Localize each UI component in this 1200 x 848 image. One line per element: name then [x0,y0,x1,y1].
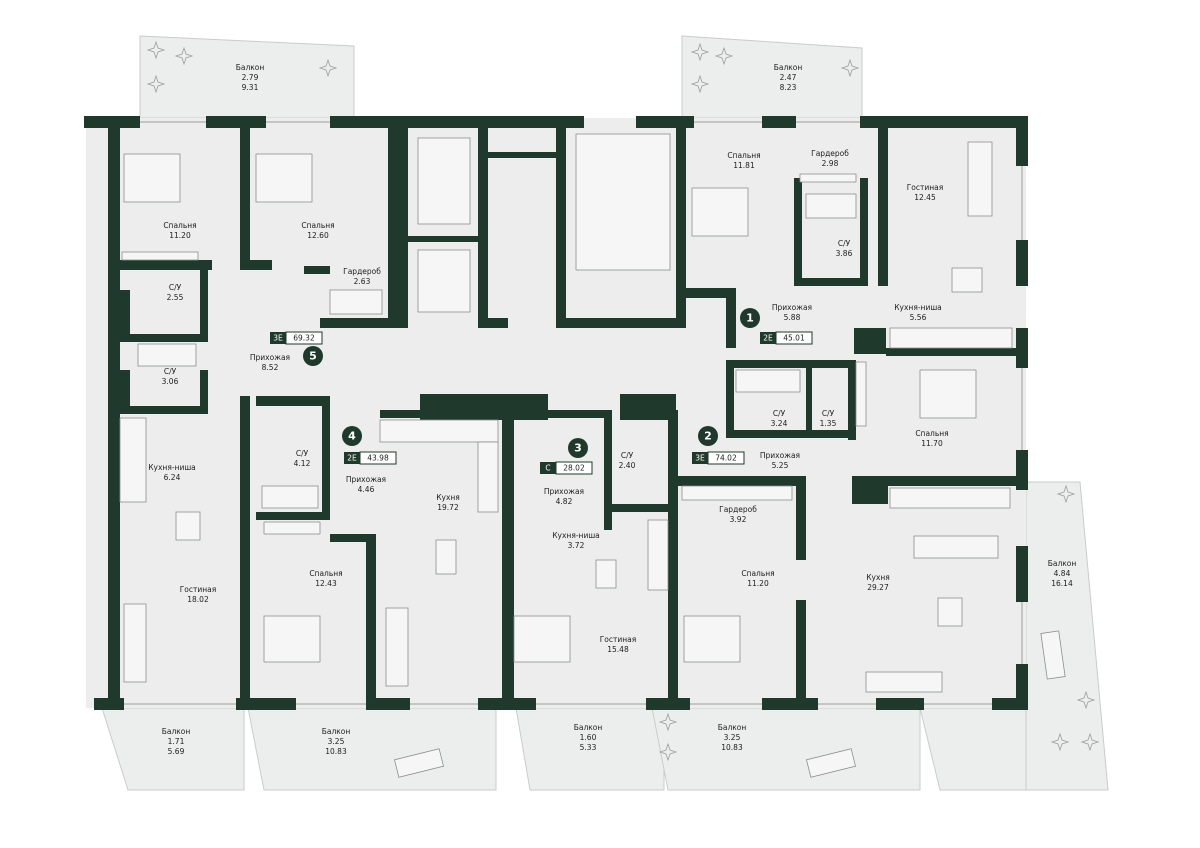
lounger [394,748,444,778]
balcony-bottom-4 [651,707,921,791]
apartment-5-marker[interactable]: 3Е 69.32 5 [270,331,323,366]
apartment-3-number-circle [568,438,588,458]
apartment-2-area: 74.02 [715,454,737,463]
apartment-5-type: 3Е [273,334,283,343]
apartment-3-marker[interactable]: 3 С 28.02 [540,438,593,475]
apartment-2-number-circle [698,426,718,446]
lounger [1040,630,1066,680]
apartment-3-area: 28.02 [563,464,585,473]
apartment-1-number: 1 [746,312,754,325]
apartment-5-number: 5 [309,350,317,363]
apartment-4-number: 4 [348,430,356,443]
apartment-2-marker[interactable]: 2 3Е 74.02 [692,426,745,465]
apartment-4-area: 43.98 [367,454,389,463]
apartment-5-area-badge [285,331,323,345]
plant-icons [146,40,1100,762]
apartment-3-number: 3 [574,442,582,455]
apartment-1-area-badge [775,331,813,345]
apartment-1-type: 2Е [763,334,773,343]
apartment-2-type: 3Е [695,454,705,463]
apartment-4-number-circle [342,426,362,446]
apartment-2-type-badge [692,452,708,464]
apartment-4-type-badge [344,452,360,464]
balcony-top-right [681,35,863,119]
lounger [806,748,856,778]
furniture [119,133,1013,693]
apartment-1-marker[interactable]: 1 2Е 45.01 [740,308,813,345]
window-lines [124,121,1023,705]
apartment-5-type-badge [270,332,286,344]
apartment-4-marker[interactable]: 4 2Е 43.98 [342,426,397,465]
apartment-1-number-circle [740,308,760,328]
apartment-5-number-circle [303,346,323,366]
interior-walls [118,128,1026,708]
apartment-5-area: 69.32 [293,334,315,343]
balcony-right [1025,481,1109,791]
apartment-2-area-badge [707,451,745,465]
apartment-3-type: С [545,464,550,473]
apartment-2-number: 2 [704,430,712,443]
apartment-4-area-badge [359,451,397,465]
apartment-4-type: 2Е [347,454,357,463]
apartment-1-area: 45.01 [783,334,805,343]
apartment-1-type-badge [760,332,776,344]
balcony-bottom-2 [247,707,497,791]
balcony-bottom-5 [919,707,1027,791]
apartment-3-area-badge [555,461,593,475]
apartment-3-type-badge [540,462,556,474]
